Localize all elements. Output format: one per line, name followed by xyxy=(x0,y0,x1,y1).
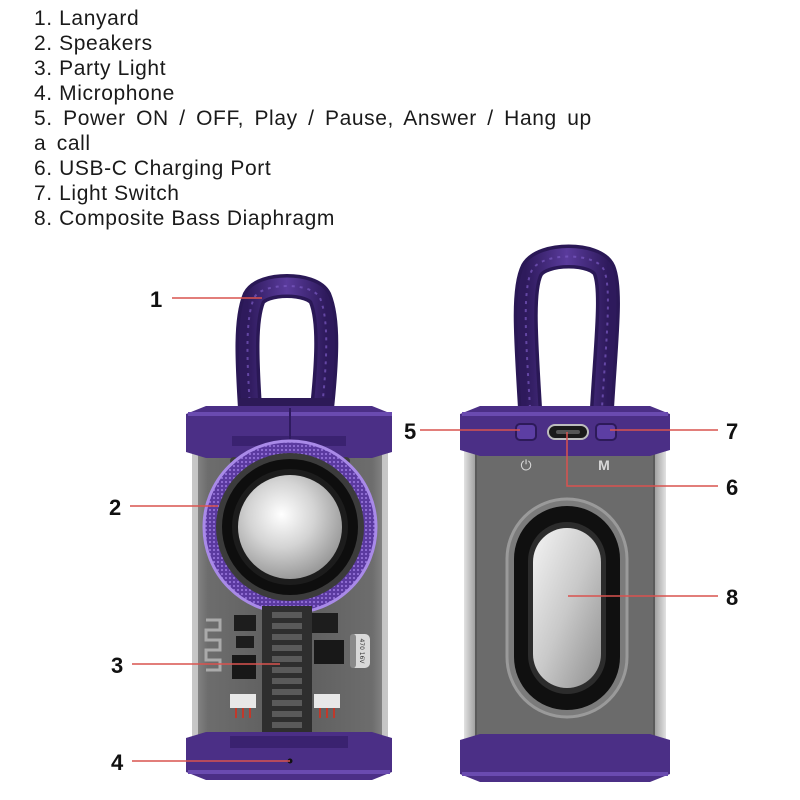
component-legend: 1. Lanyard 2. Speakers 3. Party Light 4.… xyxy=(34,6,594,231)
callout-7: 7 xyxy=(726,419,739,444)
power-button[interactable] xyxy=(515,423,537,441)
legend-item-speakers: 2. Speakers xyxy=(34,32,153,55)
capacitor: 470 16V xyxy=(350,634,370,668)
callout-8: 8 xyxy=(726,585,739,610)
bass-diaphragm xyxy=(505,497,629,719)
mode-label: M xyxy=(598,457,610,473)
power-icon: ⏻ xyxy=(520,458,531,474)
front-bottom-cap xyxy=(186,732,392,780)
callout-5: 5 xyxy=(404,419,417,444)
diaphragm-plate xyxy=(533,528,601,688)
legend-item-usbc-port: 6. USB-C Charging Port xyxy=(34,157,272,180)
speaker-cone xyxy=(238,475,342,579)
front-circuit-board: 470 16V xyxy=(204,606,370,748)
callout-4: 4 xyxy=(111,750,124,775)
back-top-cap xyxy=(460,406,670,456)
front-view: 470 16V xyxy=(186,274,392,780)
legend-item-lanyard: 1. Lanyard xyxy=(34,7,140,30)
capacitor-label: 470 16V xyxy=(358,638,365,664)
back-bottom-cap xyxy=(460,734,670,782)
front-lanyard xyxy=(235,274,339,420)
legend-item-party-light: 3. Party Light xyxy=(34,57,167,80)
leader-line-6 xyxy=(566,432,718,487)
callout-1: 1 xyxy=(150,287,163,312)
legend-item-microphone: 4. Microphone xyxy=(34,82,175,105)
callout-3: 3 xyxy=(111,653,124,678)
back-lanyard xyxy=(513,244,620,420)
legend-item-bass-diaphragm: 8. Composite Bass Diaphragm xyxy=(34,207,335,230)
connector-left xyxy=(230,694,256,718)
legend-item-power-button: 5. Power ON / OFF, Play / Pause, Answer … xyxy=(34,107,592,155)
back-view: ⏻ M xyxy=(460,244,670,782)
light-switch-button[interactable] xyxy=(595,423,617,441)
front-speaker xyxy=(202,439,378,615)
party-light-strip xyxy=(262,606,312,748)
callout-2: 2 xyxy=(109,495,122,520)
callout-6: 6 xyxy=(726,475,739,500)
legend-item-light-switch: 7. Light Switch xyxy=(34,182,180,205)
connector-right xyxy=(314,694,340,718)
leader-lines xyxy=(130,297,718,762)
